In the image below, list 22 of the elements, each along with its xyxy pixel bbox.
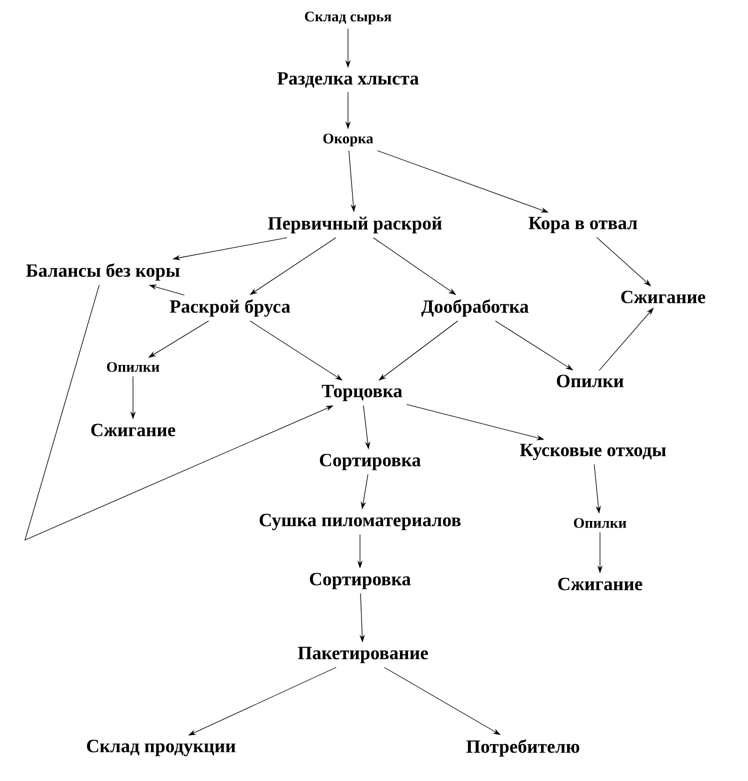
process-label: Кусковые отходы	[520, 444, 666, 460]
process-label: Балансы без коры	[26, 263, 180, 281]
process-label: Первичный раскрой	[268, 216, 442, 234]
process-label: Окорка	[323, 134, 374, 146]
process-label: Сжигание	[621, 290, 706, 304]
process-label: Пакетирование	[298, 646, 428, 664]
process-label: Дообработка	[421, 299, 529, 317]
process-label: Сушка пиломатериалов	[260, 514, 461, 530]
process-label: Сжигание	[558, 578, 642, 590]
process-label: Раскрой бруса	[170, 299, 290, 317]
process-label: Сжигание	[91, 424, 176, 436]
process-label: Сортировка	[320, 454, 421, 470]
process-label: Склад продукции	[86, 740, 236, 756]
process-label: Опилки	[107, 362, 160, 372]
process-label: Склад сырья	[304, 12, 392, 24]
process-label: Сортировка	[310, 572, 411, 590]
process-label: Разделка хлыста	[277, 72, 419, 88]
process-label: Опилки	[574, 518, 626, 528]
process-label: Потребителю	[466, 739, 580, 757]
process-label: Торцовка	[322, 384, 402, 402]
process-label: Опилки	[556, 374, 624, 388]
process-label: Кора в отвал	[528, 216, 638, 234]
